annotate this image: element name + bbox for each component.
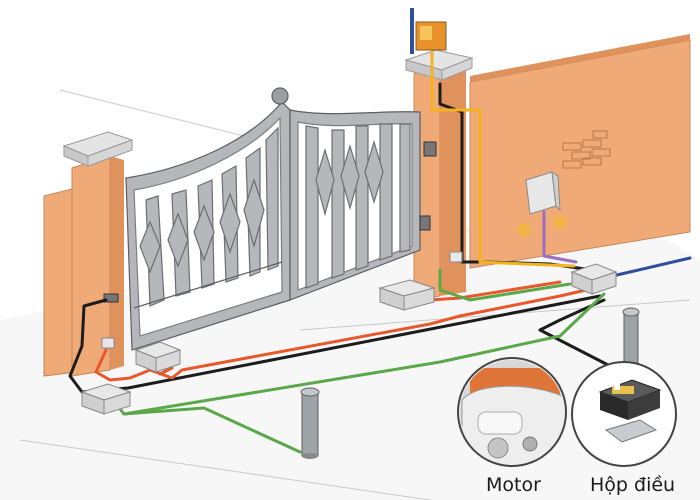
glow-left — [517, 223, 531, 237]
gate-arm-motors — [103, 141, 437, 303]
junction-box-left — [80, 383, 132, 415]
swing-gate — [125, 87, 421, 351]
junction-boxes — [80, 251, 618, 415]
right-wall — [469, 34, 691, 269]
junction-box-center-right — [378, 279, 436, 311]
control-box-caption: Hộp điều — [590, 474, 676, 496]
wall-control-box — [517, 170, 567, 237]
exposed-bricks — [562, 130, 611, 169]
glow-right — [553, 215, 567, 229]
wire-purple — [542, 210, 578, 264]
junction-box-center-left — [134, 341, 182, 373]
photocell-posts — [300, 307, 640, 459]
photocell-post-left — [300, 387, 320, 459]
flashing-lamp — [410, 8, 447, 54]
motor-caption: Motor — [486, 474, 541, 496]
gate-motor-photo — [460, 360, 564, 464]
gate-motor-left — [103, 293, 119, 303]
gate-finial — [271, 87, 289, 105]
gate-leaf-left — [125, 101, 291, 351]
wire-blue — [602, 256, 692, 280]
control-board-photo — [598, 379, 662, 443]
gate-motor-right — [423, 141, 437, 157]
gate-leaf-right — [289, 109, 421, 301]
junction-box-right — [570, 263, 618, 295]
photocell-post-right — [622, 307, 640, 369]
inset-motor — [457, 357, 567, 467]
wire-yellow — [430, 50, 576, 268]
left-pillar — [62, 131, 134, 377]
inset-control-box — [571, 361, 677, 467]
